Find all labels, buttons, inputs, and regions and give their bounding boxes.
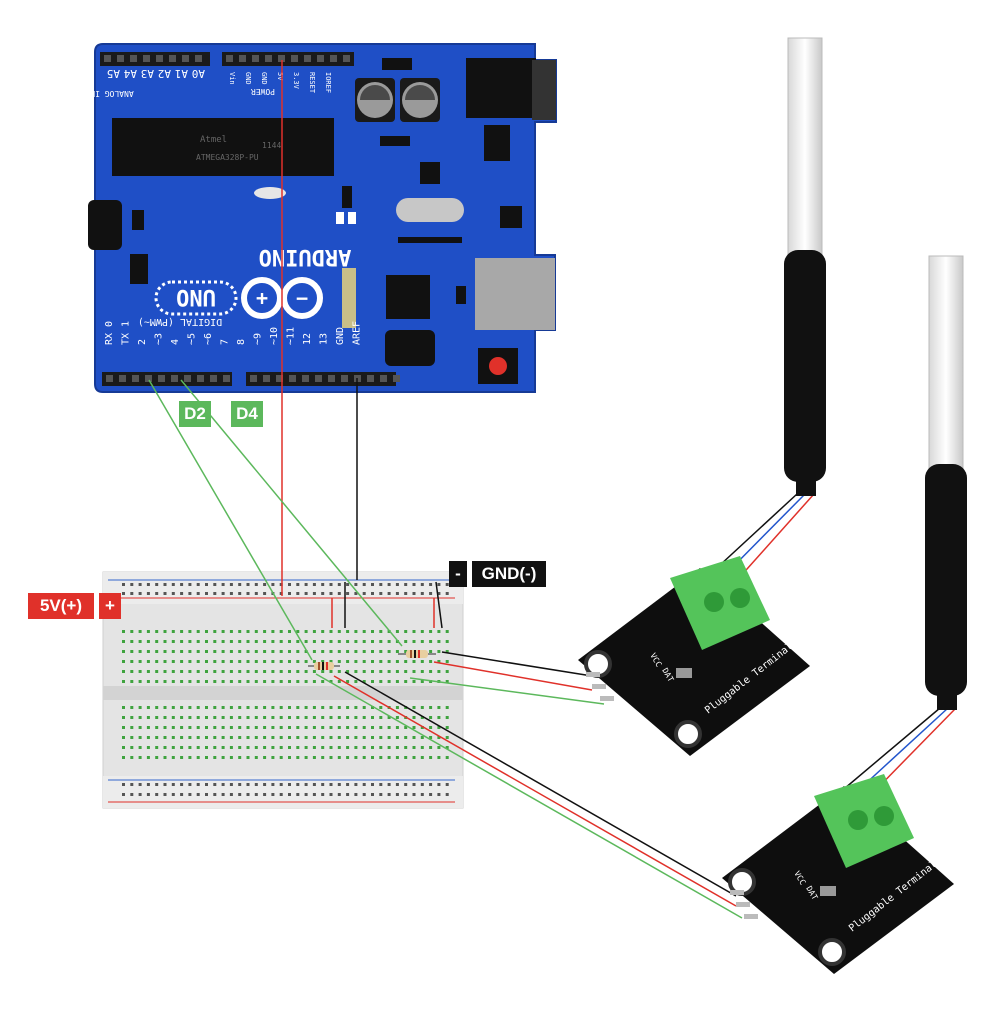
wire-m1-gnd <box>441 651 593 677</box>
analog-pin-label: A3 <box>141 67 154 80</box>
crystal-oscillator <box>396 198 464 222</box>
label-5v: 5V(+) <box>28 593 94 619</box>
wire-m1-dat <box>409 677 605 705</box>
resistor-2 <box>398 650 436 658</box>
power-pin-label: Vin <box>228 72 236 85</box>
analog-pin-label: A4 <box>123 67 137 80</box>
chip-brand: Atmel <box>200 135 227 145</box>
wire-m2-dat <box>315 673 743 919</box>
digital-pin-label: AREF <box>352 321 363 345</box>
chip-code: 1144 <box>262 141 281 150</box>
digital-pin-label: TX 1 <box>121 321 132 345</box>
analog-pin-label: A0 <box>192 67 205 80</box>
resistor-1 <box>308 662 340 670</box>
temperature-probe-1 <box>784 37 826 496</box>
voltage-regulator <box>484 125 510 161</box>
digital-header-label: DIGITAL (PWM~) <box>138 316 222 327</box>
power-pin-label: RESET <box>308 72 316 94</box>
wire-d4 <box>180 379 403 647</box>
digital-pin-label: 13 <box>319 333 330 345</box>
analog-header-top <box>100 52 210 66</box>
digital-pin-label: GND <box>335 327 346 345</box>
label-d2: D2 <box>179 401 211 427</box>
chip-label: ATMEGA328P-PU <box>196 153 259 162</box>
breadboard <box>102 571 464 809</box>
digital-pin-label: 4 <box>170 339 181 345</box>
arduino-logo-text: ARDUINO <box>259 244 352 269</box>
label-minus: - <box>449 561 467 587</box>
digital-pin-label: 8 <box>236 339 247 345</box>
wire-d2 <box>148 379 313 661</box>
power-pin-label: 5V <box>276 72 284 81</box>
analog-pin-label: A5 <box>107 67 120 80</box>
power-header-label: POWER <box>251 87 275 96</box>
digital-pin-label: ~3 <box>154 333 165 345</box>
infinity-logo: + − <box>241 277 323 319</box>
digital-pin-label: 12 <box>302 333 313 345</box>
terminal-module-1: VCC DAT Pluggable Terminal <box>578 556 810 756</box>
uno-text: UNO <box>176 284 216 309</box>
analog-header-label: ANALOG IN <box>90 89 134 98</box>
label-gnd: GND(-) <box>472 561 546 587</box>
capacitor-2 <box>400 78 440 122</box>
analog-pin-label: A2 <box>158 67 171 80</box>
svg-text:+: + <box>256 286 268 310</box>
icsp-header-left <box>88 200 122 250</box>
atmega-chip <box>112 118 334 176</box>
digital-pin-label: 2 <box>137 339 148 345</box>
temperature-probe-2 <box>925 255 967 710</box>
power-pin-label: IOREF <box>324 72 332 93</box>
digital-pin-label: 7 <box>220 339 231 345</box>
digital-pin-label: ~10 <box>269 327 280 345</box>
usb-port <box>475 258 555 330</box>
power-pin-label: GND <box>244 72 252 85</box>
analog-pin-label: A1 <box>175 67 188 80</box>
digital-pin-label: ~9 <box>253 333 264 345</box>
uno-badge: UNO <box>154 280 238 316</box>
digital-pin-label: ~5 <box>187 333 198 345</box>
terminal-module-2: VCC DAT Pluggable Terminal <box>722 774 954 974</box>
wire-m2-vcc <box>333 675 737 907</box>
digital-pin-label: ~6 <box>203 333 214 345</box>
wire-m1-vcc <box>433 661 593 691</box>
label-d4: D4 <box>231 401 263 427</box>
wire-m2-gnd <box>344 671 737 897</box>
power-pin-label: 3.3V <box>292 72 300 90</box>
digital-pin-label: RX 0 <box>104 321 115 345</box>
power-pin-label: GND <box>260 72 268 85</box>
capacitor-1 <box>355 78 395 122</box>
label-plus: + <box>99 593 121 619</box>
power-jack <box>466 58 536 118</box>
icsp-header-right <box>385 330 435 366</box>
svg-text:−: − <box>296 286 308 310</box>
usb-chip <box>386 275 430 319</box>
digital-pin-label: ~11 <box>286 327 297 345</box>
